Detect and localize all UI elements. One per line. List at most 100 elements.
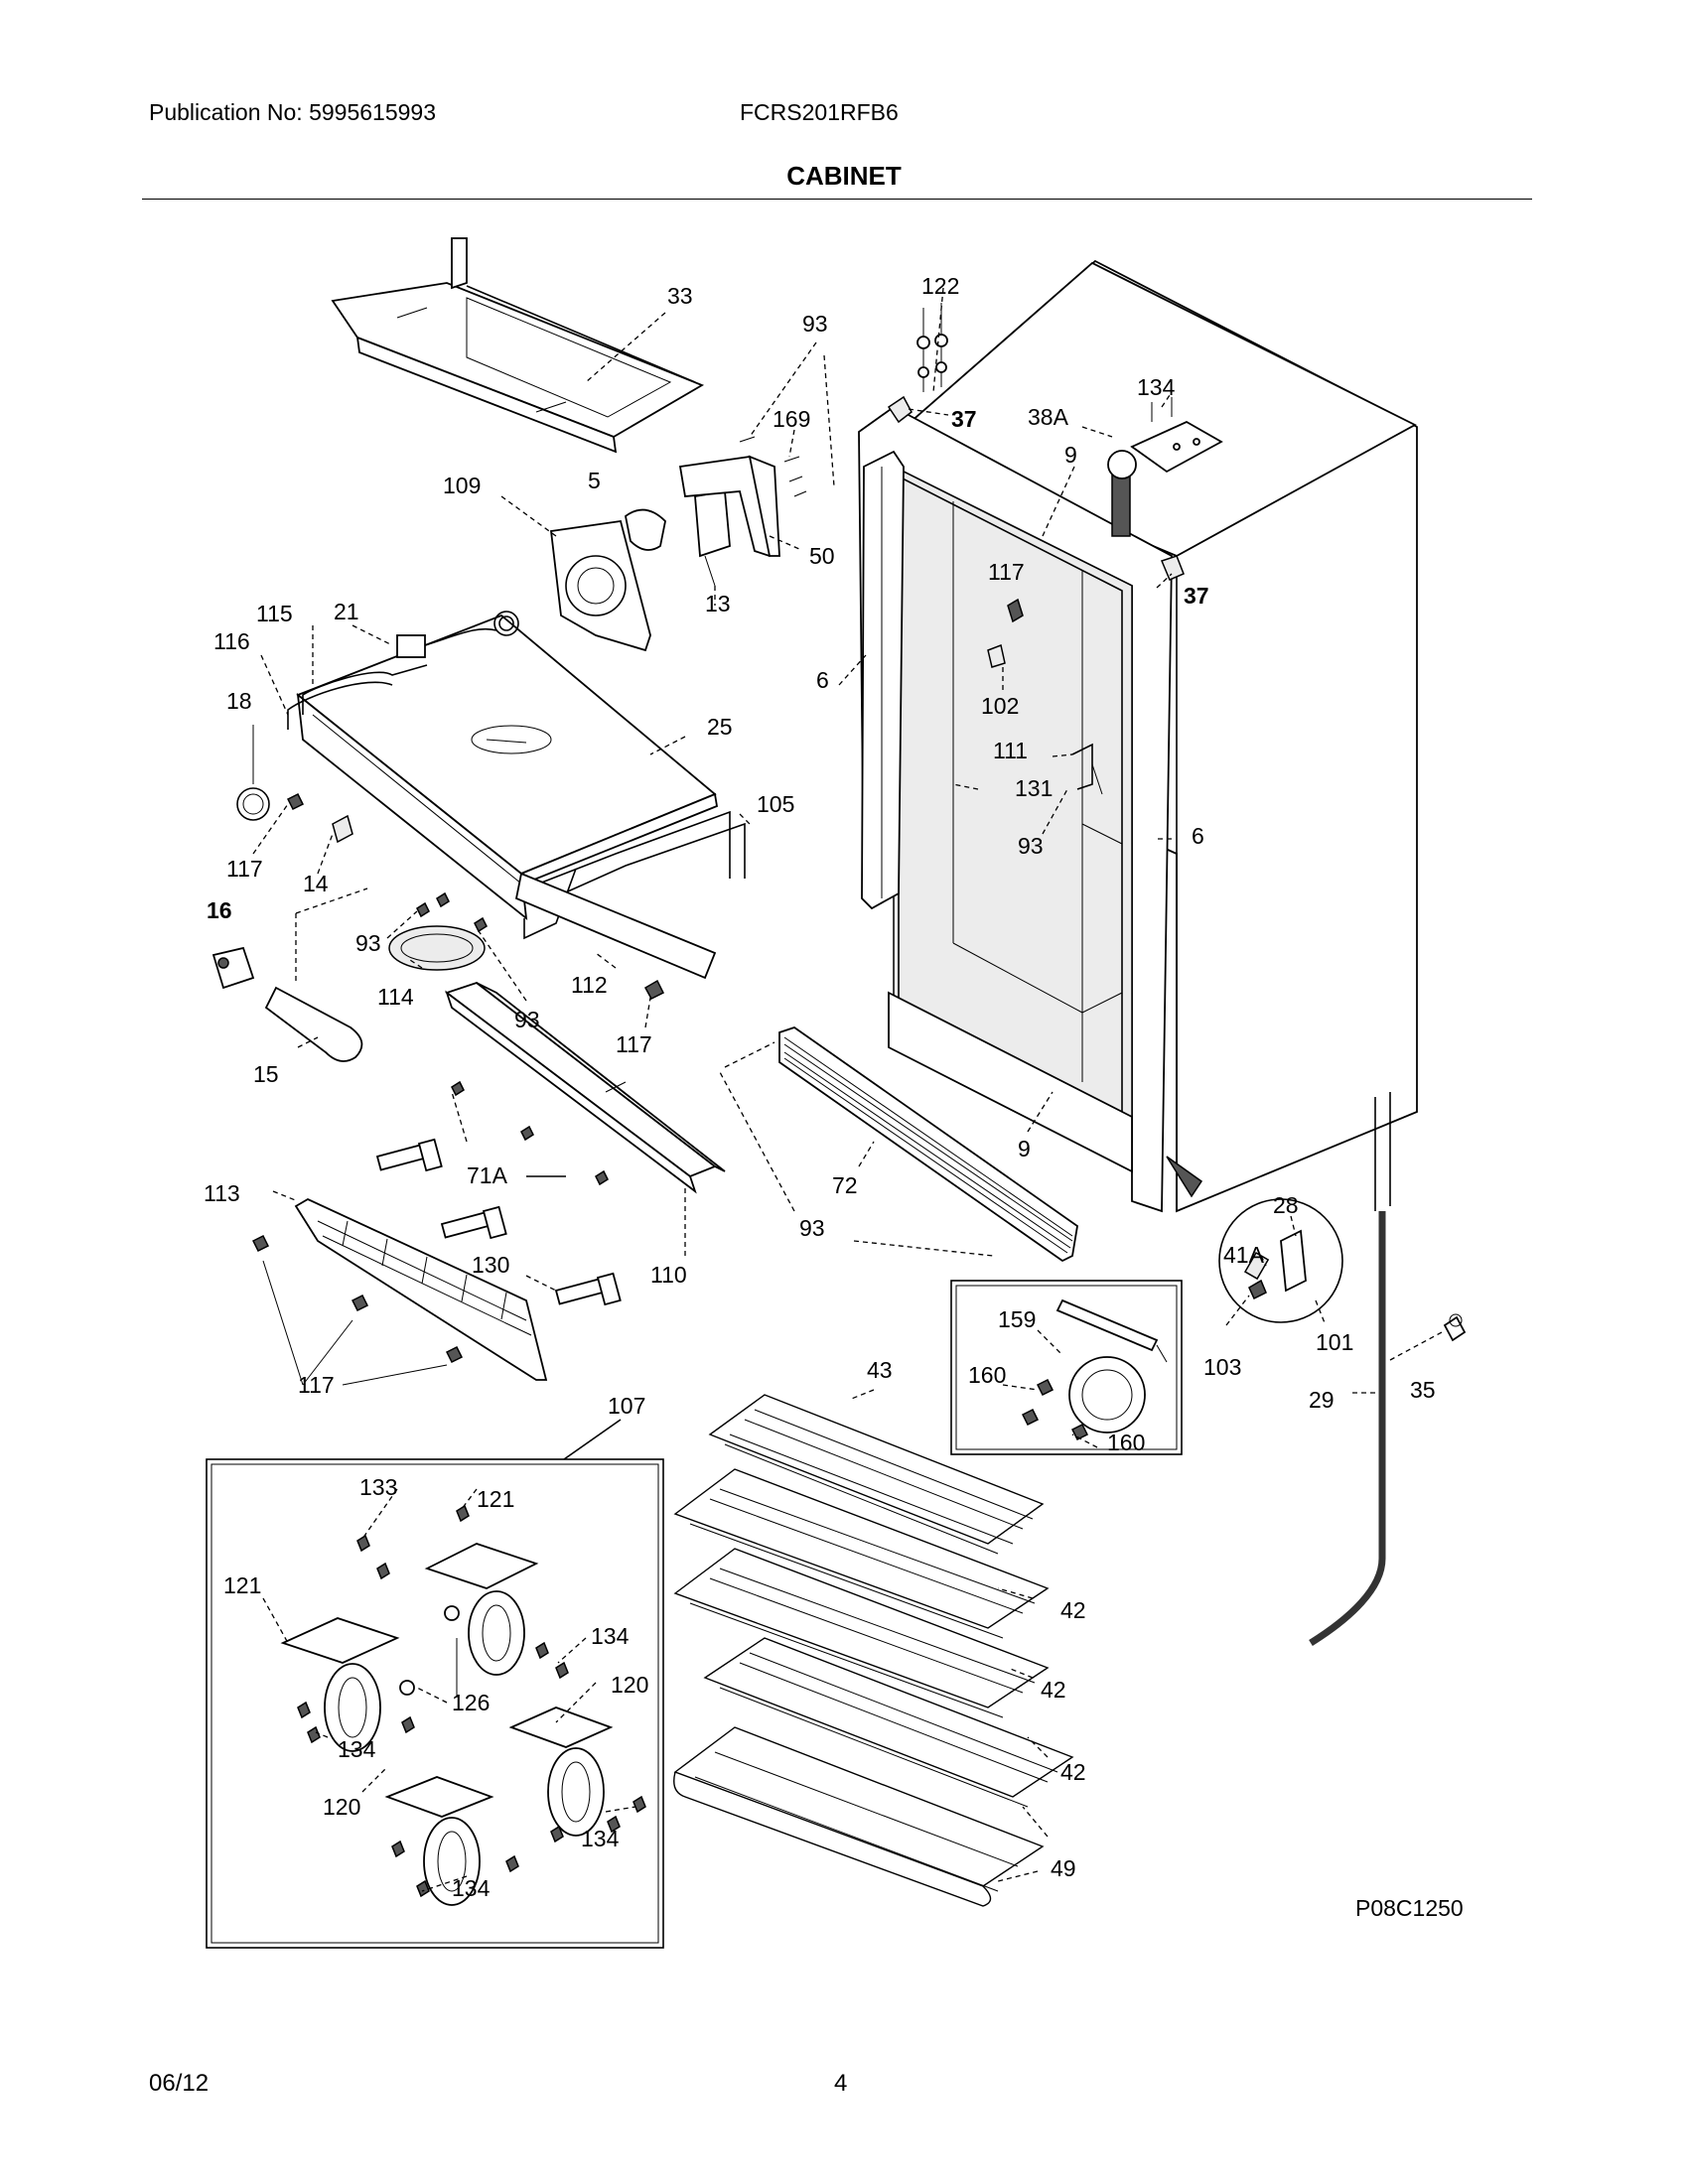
- label-93-low: 93: [514, 1007, 540, 1032]
- part-21-wire-harness: [396, 611, 519, 658]
- screw-71a: [451, 1080, 465, 1097]
- label-18: 18: [226, 688, 252, 714]
- label-121-left: 121: [223, 1572, 261, 1598]
- label-126: 126: [452, 1690, 490, 1715]
- label-38a: 38A: [1028, 404, 1069, 430]
- label-15: 15: [253, 1061, 279, 1087]
- part-37-clip: [1160, 555, 1185, 581]
- drawing-code: P08C1250: [1355, 1895, 1464, 1921]
- label-33: 33: [667, 283, 693, 309]
- footer-date: 06/12: [149, 2070, 210, 2097]
- label-117-bottom: 117: [298, 1372, 335, 1398]
- label-116: 116: [213, 628, 250, 654]
- leader-lines: [252, 287, 1375, 1892]
- label-134-hinge: 134: [1137, 374, 1176, 400]
- part-120-caster-left: [384, 1776, 494, 1906]
- label-29: 29: [1309, 1387, 1335, 1413]
- label-120-left: 120: [323, 1794, 360, 1820]
- screw-117-interior: [1007, 598, 1024, 623]
- screw-117-left: [286, 792, 305, 811]
- label-93-mid: 93: [1018, 833, 1044, 859]
- label-9-top: 9: [1064, 442, 1077, 468]
- label-133: 133: [359, 1474, 397, 1500]
- label-115: 115: [256, 601, 293, 626]
- part-43-top-shelf: [708, 1394, 1045, 1555]
- label-105: 105: [757, 791, 794, 817]
- part-109-fan-shroud: [550, 519, 651, 652]
- label-134-right: 134: [591, 1623, 630, 1649]
- caster-screws: [297, 1504, 646, 1898]
- label-159: 159: [998, 1306, 1036, 1332]
- label-93-grille: 93: [799, 1215, 825, 1241]
- label-121-right: 121: [477, 1486, 514, 1512]
- label-14: 14: [303, 871, 329, 896]
- label-160-right: 160: [1107, 1430, 1145, 1455]
- label-101: 101: [1316, 1329, 1353, 1355]
- part-29-drain-hose: [1309, 1211, 1386, 1646]
- part-122-screws: [887, 303, 948, 424]
- part-38a-hinge: [1107, 397, 1223, 537]
- label-25: 25: [707, 714, 733, 740]
- label-9-bottom: 9: [1018, 1136, 1031, 1161]
- part-18-grommet: [236, 725, 270, 821]
- screw-93-grille-leader: [724, 1041, 775, 1068]
- label-42-b: 42: [1041, 1677, 1066, 1703]
- label-160-left: 160: [968, 1362, 1006, 1388]
- label-107: 107: [608, 1393, 645, 1419]
- part-49-basket: [673, 1726, 1045, 1907]
- part-42-shelf-1: [673, 1468, 1050, 1639]
- part-50-bracket: [678, 455, 780, 558]
- label-37-top: 37: [951, 406, 977, 432]
- publication-number: Publication No: 5995615993: [149, 99, 437, 125]
- label-72: 72: [832, 1172, 858, 1198]
- part-114-light-lens: [388, 925, 486, 971]
- label-42-a: 42: [1060, 1597, 1086, 1623]
- label-93-lens: 93: [355, 930, 381, 956]
- label-134-bottom: 134: [452, 1875, 491, 1901]
- label-122: 122: [921, 273, 959, 299]
- inset-door-switch: [1166, 1156, 1343, 1323]
- label-134-lower-right: 134: [581, 1826, 620, 1851]
- label-41a: 41A: [1223, 1242, 1265, 1268]
- label-134-left: 134: [338, 1736, 376, 1762]
- screw-93-lens-a: [416, 901, 430, 918]
- callout-labels: 33 122 93 169 37 134 38A 9 5 109 50 13 1…: [204, 273, 1464, 1921]
- label-37-right: 37: [1184, 583, 1209, 609]
- part-120-caster-right: [508, 1706, 614, 1837]
- label-169: 169: [773, 406, 810, 432]
- label-130: 130: [472, 1252, 509, 1278]
- part-25-evaporator-cover: [296, 614, 719, 921]
- label-102: 102: [981, 693, 1019, 719]
- label-131: 131: [1015, 775, 1053, 801]
- label-120-right: 120: [611, 1672, 648, 1698]
- part-15-lamp-bulb: [264, 887, 368, 1062]
- screw-117-vent-a: [251, 1234, 270, 1253]
- label-117-left: 117: [226, 856, 263, 882]
- label-5: 5: [588, 468, 601, 493]
- page-number: 4: [834, 2070, 848, 2097]
- label-35: 35: [1410, 1377, 1436, 1403]
- label-16: 16: [207, 897, 232, 923]
- label-103: 103: [1203, 1354, 1241, 1380]
- part-102-clip: [987, 643, 1006, 668]
- part-13-fan-motor: [625, 489, 731, 587]
- label-112: 112: [571, 972, 608, 998]
- label-114: 114: [377, 984, 414, 1010]
- part-14-clip: [332, 814, 353, 844]
- part-121-caster-top-right: [424, 1543, 539, 1676]
- part-121-caster-top-left: [280, 1617, 400, 1752]
- part-115-tubing: [287, 664, 428, 730]
- label-50: 50: [809, 543, 835, 569]
- label-109: 109: [443, 473, 481, 498]
- label-110: 110: [650, 1262, 687, 1288]
- label-71a: 71A: [467, 1162, 508, 1188]
- label-42-c: 42: [1060, 1759, 1086, 1785]
- label-21: 21: [334, 599, 359, 624]
- label-111: 111: [993, 738, 1028, 763]
- part-113-vent-cover: [294, 1197, 548, 1381]
- label-117-panel: 117: [616, 1031, 652, 1057]
- inset-caster-kit: [206, 1419, 664, 1949]
- part-42-shelf-3: [703, 1637, 1074, 1808]
- part-130-leveling-bolts: [375, 1138, 622, 1306]
- cabinet-body: [858, 259, 1418, 1213]
